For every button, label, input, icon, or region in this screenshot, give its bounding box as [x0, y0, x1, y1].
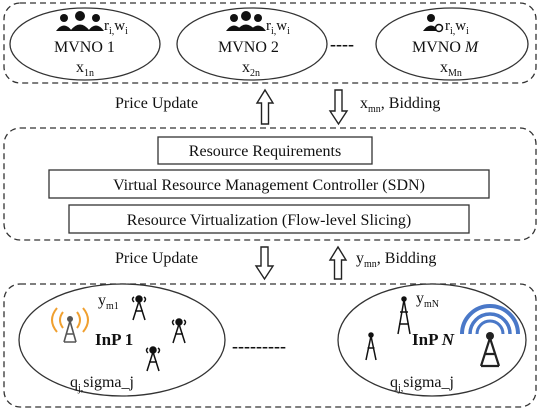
controller-tier-container [3, 127, 537, 241]
svg-text:ri,wi: ri,wi [266, 18, 290, 37]
svg-text:x1n: x1n [76, 59, 94, 79]
svg-text:xMn: xMn [440, 59, 462, 79]
mvno-m-node: ri,wi MVNO M xMn [375, 7, 529, 81]
upper-down-arrow [328, 89, 349, 126]
svg-text:ymN: ymN [416, 290, 439, 310]
inp-n-label: InP [412, 330, 438, 349]
svg-text:qj,sigma_j: qj,sigma_j [390, 374, 454, 394]
mvno-ellipsis: ---- [330, 34, 354, 54]
sdn-controller-label: Virtual Resource Management Controller (… [113, 177, 425, 194]
svg-text:MVNO M: MVNO M [412, 39, 480, 56]
user-group-icon [226, 11, 266, 31]
upper-bidding-label: xmn, Bidding [360, 95, 440, 115]
lower-up-arrow [328, 245, 348, 280]
lower-down-arrow [254, 246, 275, 281]
lower-price-update-label: Price Update [115, 250, 198, 267]
antenna-icon [365, 332, 377, 361]
antenna-icon [397, 296, 411, 335]
inp-n-node: ymN InP N qj,sigma_j [337, 283, 527, 397]
mvno-2-node: ri,wi MVNO 2 x2n [176, 7, 328, 81]
svg-text:MVNO 2: MVNO 2 [218, 39, 279, 56]
mvno-m-label: MVNO [412, 39, 461, 56]
resource-virtualization-label: Resource Virtualization (Flow-level Slic… [127, 212, 411, 229]
svg-text:ym1: ym1 [98, 292, 119, 312]
inp-tier-container [3, 283, 537, 408]
inp-ellipsis: --------- [232, 336, 286, 356]
signal-tower-icon [460, 304, 520, 368]
antenna-icon [145, 346, 161, 372]
resource-virtualization-box [68, 204, 470, 234]
mvno-2-label: MVNO [218, 39, 267, 56]
upper-up-arrow [255, 88, 275, 125]
lower-bidding-label: ymn, Bidding [356, 250, 436, 270]
user-group-icon [56, 11, 104, 31]
svg-text:MVNO 1: MVNO 1 [54, 39, 115, 56]
resource-requirements-box [157, 136, 373, 165]
inp-1-node: ym1 InP 1 qj,sigma_j [18, 283, 226, 397]
mvno-1-node: ri,wi MVNO 1 x1n [9, 7, 161, 81]
antenna-icon [131, 295, 147, 321]
svg-text:ri,wi: ri,wi [445, 18, 469, 37]
sdn-controller-box [48, 169, 490, 199]
mvno-tier-container [3, 2, 537, 84]
inp-1-label: InP [95, 330, 121, 349]
resource-requirements-label: Resource Requirements [189, 143, 341, 160]
antenna-icon [171, 318, 187, 344]
svg-text:ri,wi: ri,wi [104, 18, 128, 37]
svg-text:InP 1: InP 1 [95, 330, 133, 349]
user-settings-icon [423, 14, 444, 33]
svg-text:x2n: x2n [242, 59, 260, 79]
mvno-1-label: MVNO [54, 39, 103, 56]
signal-tower-icon [51, 307, 89, 343]
svg-text:InP N: InP N [412, 330, 455, 349]
svg-text:qj,sigma_j: qj,sigma_j [70, 374, 134, 394]
upper-price-update-label: Price Update [115, 95, 198, 112]
